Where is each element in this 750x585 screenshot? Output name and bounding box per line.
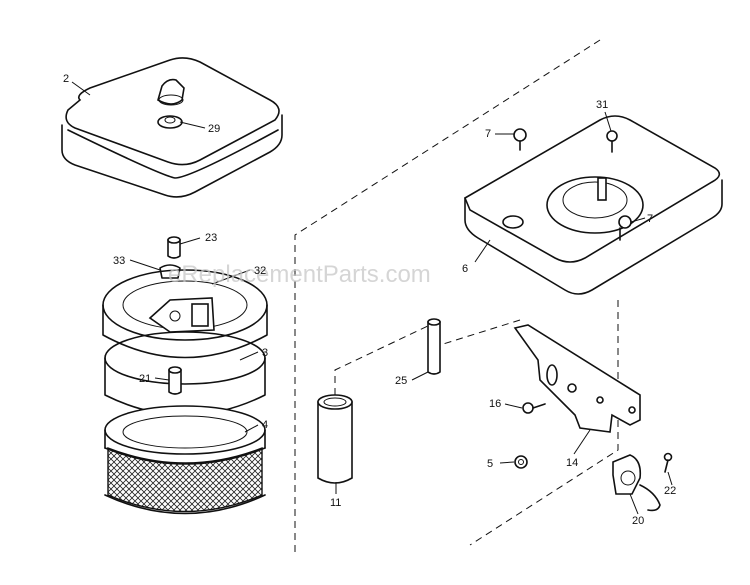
- screw-16: [522, 402, 546, 414]
- callout-2: 2: [63, 73, 69, 85]
- callout-23: 23: [205, 232, 217, 244]
- callout-25: 25: [395, 375, 407, 387]
- callout-7-top: 7: [485, 128, 491, 140]
- screw-22: [663, 452, 673, 473]
- callout-labels: 2 29 23 33 32 3 21 4 11 25 7 31 7 6 16 5…: [63, 73, 676, 527]
- callout-33: 33: [113, 255, 125, 267]
- leader-lines: [71, 81, 673, 515]
- callout-32: 32: [254, 265, 266, 277]
- nut-5: [514, 455, 528, 469]
- assembly-guide-lines: [294, 39, 619, 555]
- watermark: eReplacementParts.com: [168, 261, 431, 288]
- pre-cleaner-ring: [104, 331, 266, 416]
- base-tray: [463, 115, 723, 295]
- spacer-23: [167, 236, 181, 259]
- callout-5: 5: [487, 458, 493, 470]
- callout-22: 22: [664, 485, 676, 497]
- tube-25: [427, 318, 441, 375]
- air-cleaner-cover: [61, 57, 283, 198]
- callout-11: 11: [330, 497, 341, 509]
- callout-21: 21: [139, 373, 151, 385]
- clamp-20: [612, 454, 661, 512]
- cleaner-base: [102, 264, 268, 359]
- hose-11: [317, 394, 353, 484]
- bracket-14: [513, 324, 641, 433]
- callout-20: 20: [632, 515, 644, 527]
- callout-14: 14: [566, 457, 578, 469]
- callout-6: 6: [462, 263, 468, 275]
- callout-3: 3: [262, 347, 268, 359]
- filter-element: [104, 405, 266, 515]
- callout-31: 31: [596, 99, 608, 111]
- callout-29: 29: [208, 123, 220, 135]
- callout-4: 4: [262, 419, 268, 431]
- callout-7-inner: 7: [647, 213, 653, 225]
- callout-16: 16: [489, 398, 501, 410]
